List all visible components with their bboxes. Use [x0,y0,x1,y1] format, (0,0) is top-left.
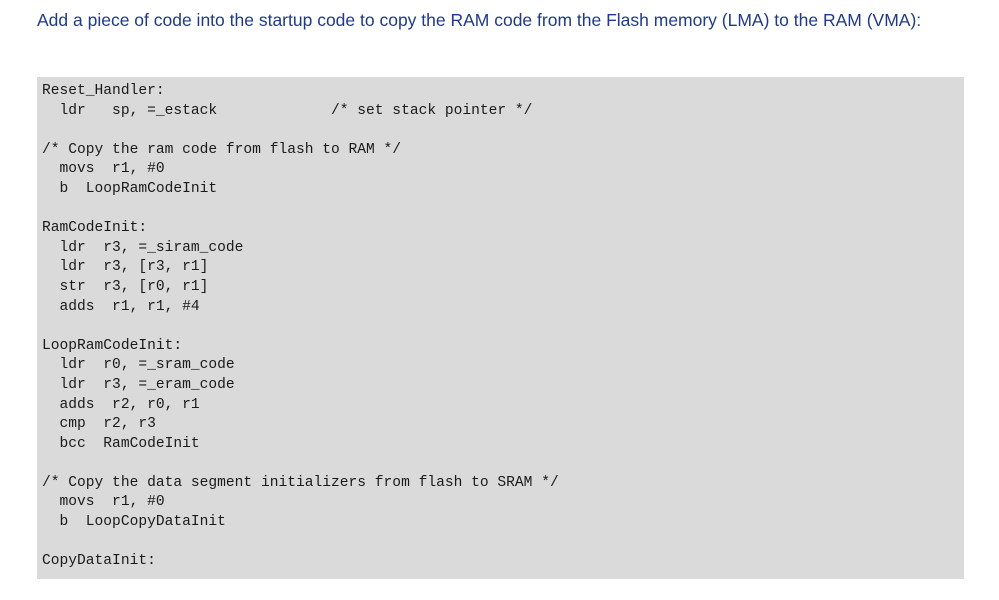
code-line: b LoopCopyDataInit [42,514,226,531]
code-block: Reset_Handler: ldr sp, =_estack /* set s… [37,77,964,579]
code-line: bcc RamCodeInit [42,435,200,452]
code-line: /* Copy the ram code from flash to RAM *… [42,141,402,158]
code-line: adds r2, r0, r1 [42,396,200,413]
code-line: str r3, [r0, r1] [42,278,209,295]
code-line: ldr r3, [r3, r1] [42,259,209,276]
code-line: adds r1, r1, #4 [42,298,200,315]
code-line [42,121,559,141]
code-line: LoopRamCodeInit: [42,337,183,354]
code-line: /* Copy the data segment initializers fr… [42,474,559,491]
code-line [42,200,559,220]
code-line: RamCodeInit: [42,220,148,237]
code-line: ldr r3, =_eram_code [42,376,235,393]
code-line: movs r1, #0 [42,494,165,511]
code-line [42,317,559,337]
code-listing: Reset_Handler: ldr sp, =_estack /* set s… [42,82,559,572]
code-line: b LoopRamCodeInit [42,180,218,197]
code-line: movs r1, #0 [42,161,165,178]
code-line [42,533,559,553]
code-line: cmp r2, r3 [42,416,156,433]
code-line: ldr r0, =_sram_code [42,357,235,374]
code-line: ldr sp, =_estack /* set stack pointer */ [42,102,533,119]
code-line: Reset_Handler: [42,83,165,99]
code-line: CopyDataInit: [42,553,156,570]
code-line [42,454,559,474]
code-line: ldr r3, =_siram_code [42,239,244,256]
intro-paragraph: Add a piece of code into the startup cod… [37,10,922,30]
